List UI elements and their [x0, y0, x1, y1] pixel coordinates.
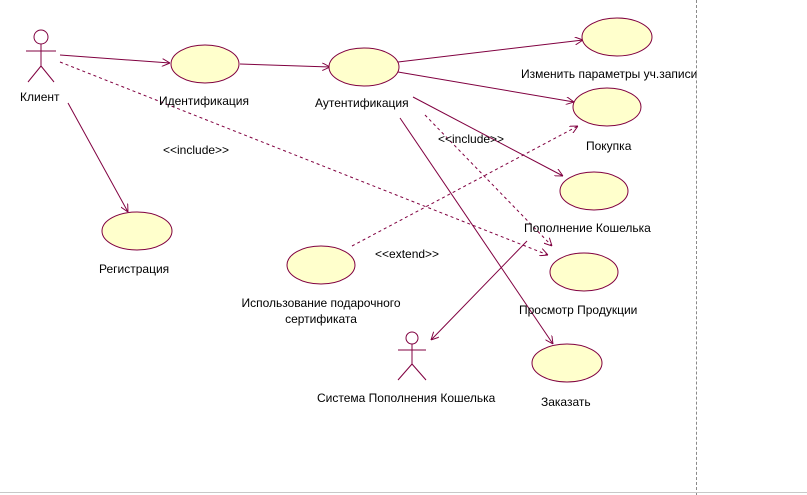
actor-client-label: Клиент — [20, 90, 60, 104]
stereotype-include-client: <<include>> — [163, 143, 230, 157]
assoc-wallet-topup-system[interactable] — [431, 240, 528, 340]
usecase-registration-label: Регистрация — [99, 262, 170, 276]
usecase-purchase-label: Покупка — [586, 139, 632, 153]
assoc-client-identification[interactable] — [59, 54, 170, 63]
assoc-client-registration[interactable] — [67, 102, 128, 212]
assoc-authentication-purchase[interactable] — [397, 71, 574, 102]
page-boundary-vertical — [696, 0, 697, 495]
stereotype-extend: <<extend>> — [375, 247, 440, 261]
usecase-registration[interactable] — [101, 211, 173, 251]
stereotype-include-authentication: <<include>> — [438, 132, 505, 146]
usecase-order-label: Заказать — [541, 395, 591, 409]
usecase-purchase[interactable] — [572, 87, 642, 127]
page-boundary-horizontal — [0, 492, 807, 493]
extend-gift-cert-purchase[interactable] — [351, 126, 578, 247]
usecase-order[interactable] — [531, 343, 603, 383]
usecase-view-products[interactable] — [549, 252, 619, 292]
usecase-gift-certificate-label-line2: сертификата — [285, 312, 357, 326]
usecase-view-products-label: Просмотр Продукции — [519, 303, 638, 317]
usecase-identification-label: Идентификация — [159, 94, 249, 108]
usecase-wallet-topup-label: Пополнение Кошелька — [524, 221, 651, 235]
usecase-authentication[interactable] — [328, 47, 400, 87]
usecase-gift-certificate[interactable] — [286, 245, 356, 285]
usecase-gift-certificate-label-line1: Использование подарочного — [241, 296, 401, 310]
actor-client-icon[interactable] — [26, 29, 56, 83]
usecase-wallet-topup[interactable] — [559, 171, 629, 211]
usecase-authentication-label: Аутентификация — [315, 96, 409, 110]
usecase-change-account-label: Изменить параметры уч.записи — [521, 67, 698, 81]
assoc-authentication-change-account[interactable] — [397, 40, 583, 63]
include-authentication-view-products[interactable] — [424, 114, 552, 246]
actor-wallet-system-label: Система Пополнения Кошелька — [317, 391, 496, 405]
usecase-change-account[interactable] — [581, 17, 653, 57]
usecase-identification[interactable] — [170, 44, 240, 84]
assoc-identification-authentication[interactable] — [239, 64, 330, 67]
assoc-authentication-wallet-topup[interactable] — [412, 96, 563, 176]
actor-wallet-system-icon[interactable] — [397, 331, 427, 381]
assoc-authentication-order[interactable] — [399, 117, 553, 344]
